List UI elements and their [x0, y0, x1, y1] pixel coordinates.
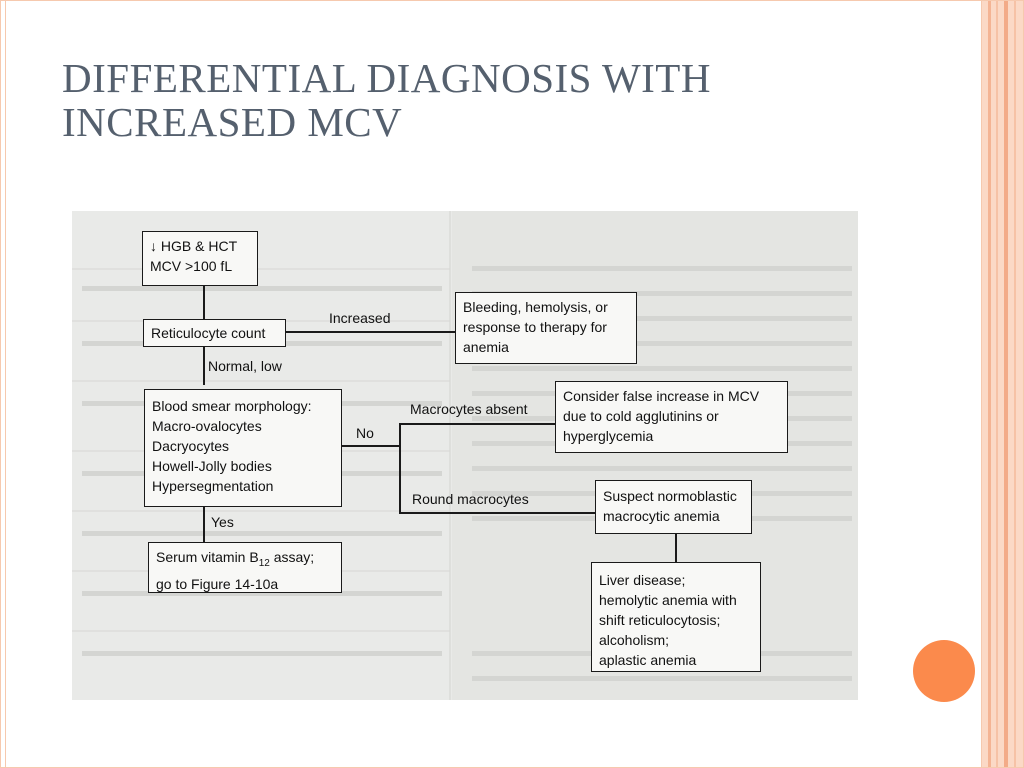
edge-label-normal-low: Normal, low — [208, 358, 282, 374]
slide-title: DIFFERENTIAL DIAGNOSIS WITH INCREASED MC… — [62, 56, 862, 144]
stripe — [1014, 0, 1016, 768]
connector-line — [399, 423, 555, 425]
node-liver-disease-line: hemolytic anemia with — [599, 592, 737, 608]
node-start: ↓ HGB & HCT MCV >100 fL — [142, 231, 258, 286]
connector-line — [286, 331, 455, 333]
connector-line — [203, 506, 205, 543]
stripe — [988, 0, 991, 768]
node-reticulocyte-count: Reticulocyte count — [143, 319, 286, 347]
node-blood-smear-line: Dacryocytes — [152, 438, 230, 454]
node-false-increase-line: due to cold agglutinins or — [563, 408, 719, 424]
node-start-line-2: MCV >100 fL — [150, 258, 233, 274]
node-liver-disease-line: alcoholism; — [599, 632, 670, 648]
node-b12-assay-line-2: go to Figure 14-10a — [156, 575, 279, 592]
node-normoblastic: Suspect normoblastic macrocytic anemia — [595, 480, 752, 534]
b12-subscript: 12 — [258, 557, 270, 569]
node-reticulocyte-count-label: Reticulocyte count — [151, 325, 266, 341]
node-false-increase: Consider false increase in MCV due to co… — [555, 381, 788, 453]
connector-line — [675, 534, 677, 562]
node-liver-disease: Liver disease; hemolytic anemia with shi… — [591, 562, 761, 672]
node-blood-smear-line: Howell-Jolly bodies — [152, 458, 272, 474]
node-false-increase-line: Consider false increase in MCV — [563, 388, 760, 404]
node-liver-disease-line: aplastic anemia — [599, 652, 697, 668]
edge-label-yes: Yes — [211, 514, 234, 530]
flowchart-image: ↓ HGB & HCT MCV >100 fL Reticulocyte cou… — [72, 211, 858, 700]
connector-line — [399, 423, 401, 513]
node-blood-smear-line: Hypersegmentation — [152, 478, 274, 494]
node-blood-smear-line: Macro-ovalocytes — [152, 418, 262, 434]
node-bleeding: Bleeding, hemolysis, or response to ther… — [455, 292, 637, 364]
edge-label-no: No — [356, 425, 374, 441]
node-liver-disease-line: shift reticulocytosis; — [599, 612, 721, 628]
b12-text: Serum vitamin B — [156, 549, 259, 565]
node-bleeding-line: anemia — [463, 339, 509, 355]
edge-label-round-macrocytes: Round macrocytes — [412, 491, 529, 507]
node-normoblastic-line: Suspect normoblastic — [603, 488, 737, 504]
slide-title-line-2: INCREASED MCV — [62, 99, 403, 145]
node-bleeding-line: response to therapy for — [463, 319, 607, 335]
stripe — [996, 0, 998, 768]
connector-line — [342, 445, 399, 447]
node-false-increase-line: hyperglycemia — [563, 428, 654, 444]
node-start-line-1: ↓ HGB & HCT — [150, 238, 238, 254]
stripe — [1004, 0, 1008, 768]
node-normoblastic-line: macrocytic anemia — [603, 508, 720, 524]
node-blood-smear: Blood smear morphology: Macro-ovalocytes… — [144, 389, 342, 507]
slide-title-line-1: DIFFERENTIAL DIAGNOSIS WITH — [62, 55, 711, 101]
edge-label-increased: Increased — [329, 310, 391, 326]
node-b12-assay: Serum vitamin B12 assay; go to Figure 14… — [148, 542, 342, 593]
node-blood-smear-line: Blood smear morphology: — [152, 398, 312, 414]
edge-label-macrocytes-absent: Macrocytes absent — [410, 401, 528, 417]
orange-circle-decoration — [913, 640, 975, 702]
node-b12-assay-line-1: Serum vitamin B12 assay; — [156, 547, 334, 574]
connector-line — [399, 512, 595, 514]
node-bleeding-line: Bleeding, hemolysis, or — [463, 299, 608, 315]
connector-line — [203, 286, 205, 321]
b12-text-post: assay; — [269, 549, 315, 565]
connector-line — [203, 345, 205, 385]
node-liver-disease-line: Liver disease; — [599, 572, 686, 588]
decorative-stripes — [982, 0, 1024, 768]
